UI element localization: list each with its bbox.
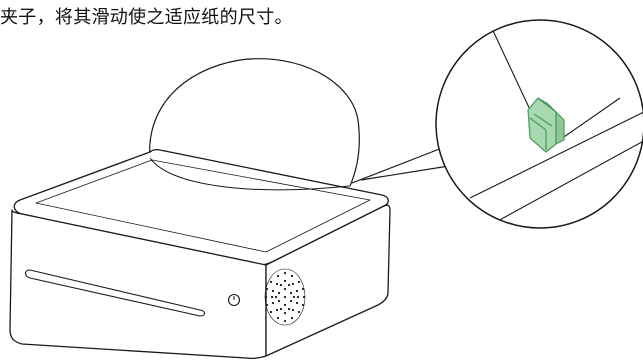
- printer-base: [9, 148, 391, 360]
- zoom-callout-circle: [435, 19, 643, 229]
- paper-guide-clip: [527, 97, 565, 153]
- callout-pointer: [351, 147, 456, 184]
- instruction-text: 夹子，将其滑动使之适应纸的尺寸。: [0, 7, 293, 28]
- paper-sheet: [149, 58, 360, 187]
- speaker-grille: [264, 268, 306, 326]
